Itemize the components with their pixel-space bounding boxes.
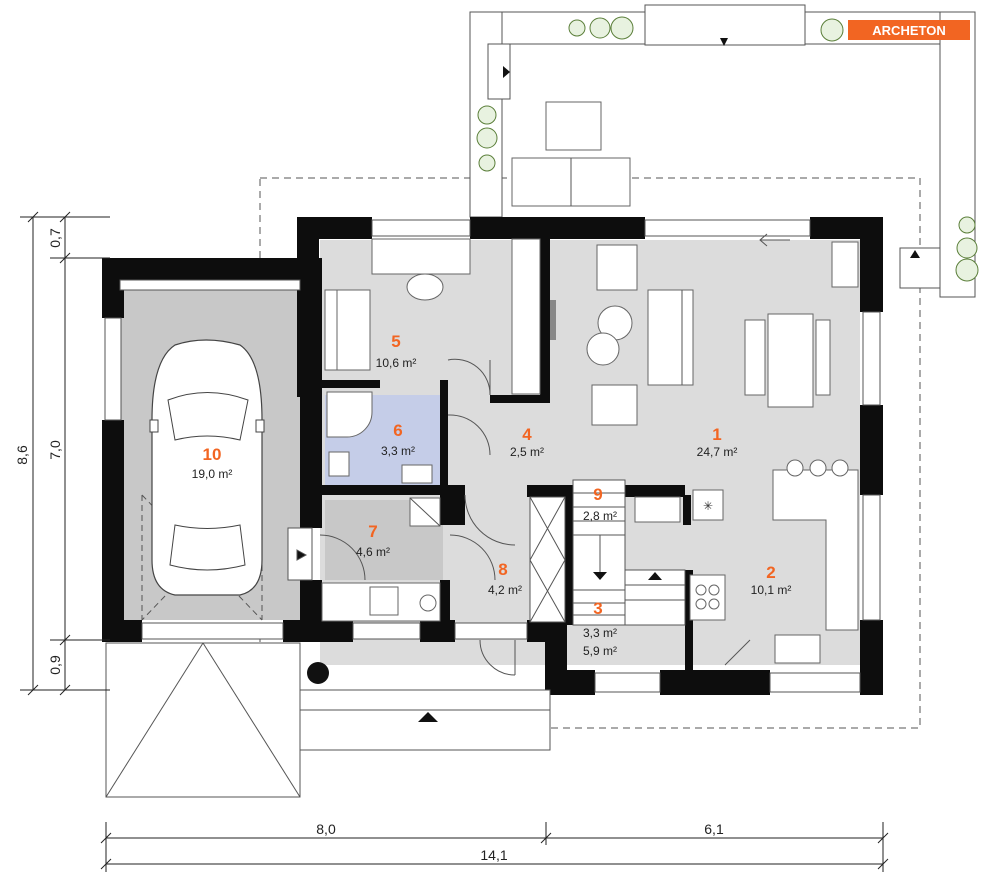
walls	[102, 217, 883, 695]
dim-left-top: 0,7	[47, 228, 63, 248]
room-5-area: 10,6 m²	[376, 356, 417, 370]
svg-text:✳: ✳	[703, 499, 713, 513]
room-5-number: 5	[391, 332, 400, 351]
doors	[287, 358, 516, 676]
furniture: ✳	[321, 238, 859, 666]
room-7-area: 4,6 m²	[356, 545, 390, 559]
room-7-number: 7	[368, 522, 377, 541]
entrance	[299, 662, 551, 751]
dim-left-total: 8,6	[14, 445, 30, 465]
left-dimensions: 8,6 0,7 7,0 0,9	[14, 211, 110, 696]
dim-left-bottom: 0,9	[47, 655, 63, 675]
terrace	[469, 4, 976, 298]
room-6-area: 3,3 m²	[381, 444, 415, 458]
dim-bottom-left: 8,0	[316, 821, 336, 837]
room-6-number: 6	[393, 421, 402, 440]
dim-left-middle: 7,0	[47, 440, 63, 460]
car-icon	[149, 339, 265, 596]
sliding-door-arrow	[759, 233, 790, 247]
room-8-area: 4,2 m²	[488, 583, 522, 597]
svg-text:ARCHETON: ARCHETON	[872, 23, 945, 38]
room-3-area: 3,3 m²	[583, 626, 617, 640]
room-9-area: 2,8 m²	[583, 509, 617, 523]
archeton-logo: ARCHETON	[848, 20, 970, 40]
dim-bottom-right: 6,1	[704, 821, 724, 837]
room-8-number: 8	[498, 560, 507, 579]
room-3-number: 3	[593, 599, 602, 618]
windows	[104, 219, 881, 693]
room-4-number: 4	[522, 425, 532, 444]
plants	[476, 16, 979, 282]
room-4-area: 2,5 m²	[510, 445, 544, 459]
room-1-number: 1	[712, 425, 721, 444]
room-9-number: 9	[593, 485, 602, 504]
room-2-number: 2	[766, 563, 775, 582]
room-10-number: 10	[203, 445, 222, 464]
room-10-area: 19,0 m²	[192, 467, 233, 481]
bottom-dimensions: 8,0 6,1 14,1	[100, 821, 889, 872]
room-2-area: 10,1 m²	[751, 583, 792, 597]
dim-bottom-total: 14,1	[480, 847, 507, 863]
staircase	[572, 479, 686, 626]
room-labels: 1 24,7 m² 2 10,1 m² 3 3,3 m² 5,9 m² 4 2,…	[192, 332, 792, 658]
room-1-area: 24,7 m²	[697, 445, 738, 459]
room-3-area-2: 5,9 m²	[583, 644, 617, 658]
